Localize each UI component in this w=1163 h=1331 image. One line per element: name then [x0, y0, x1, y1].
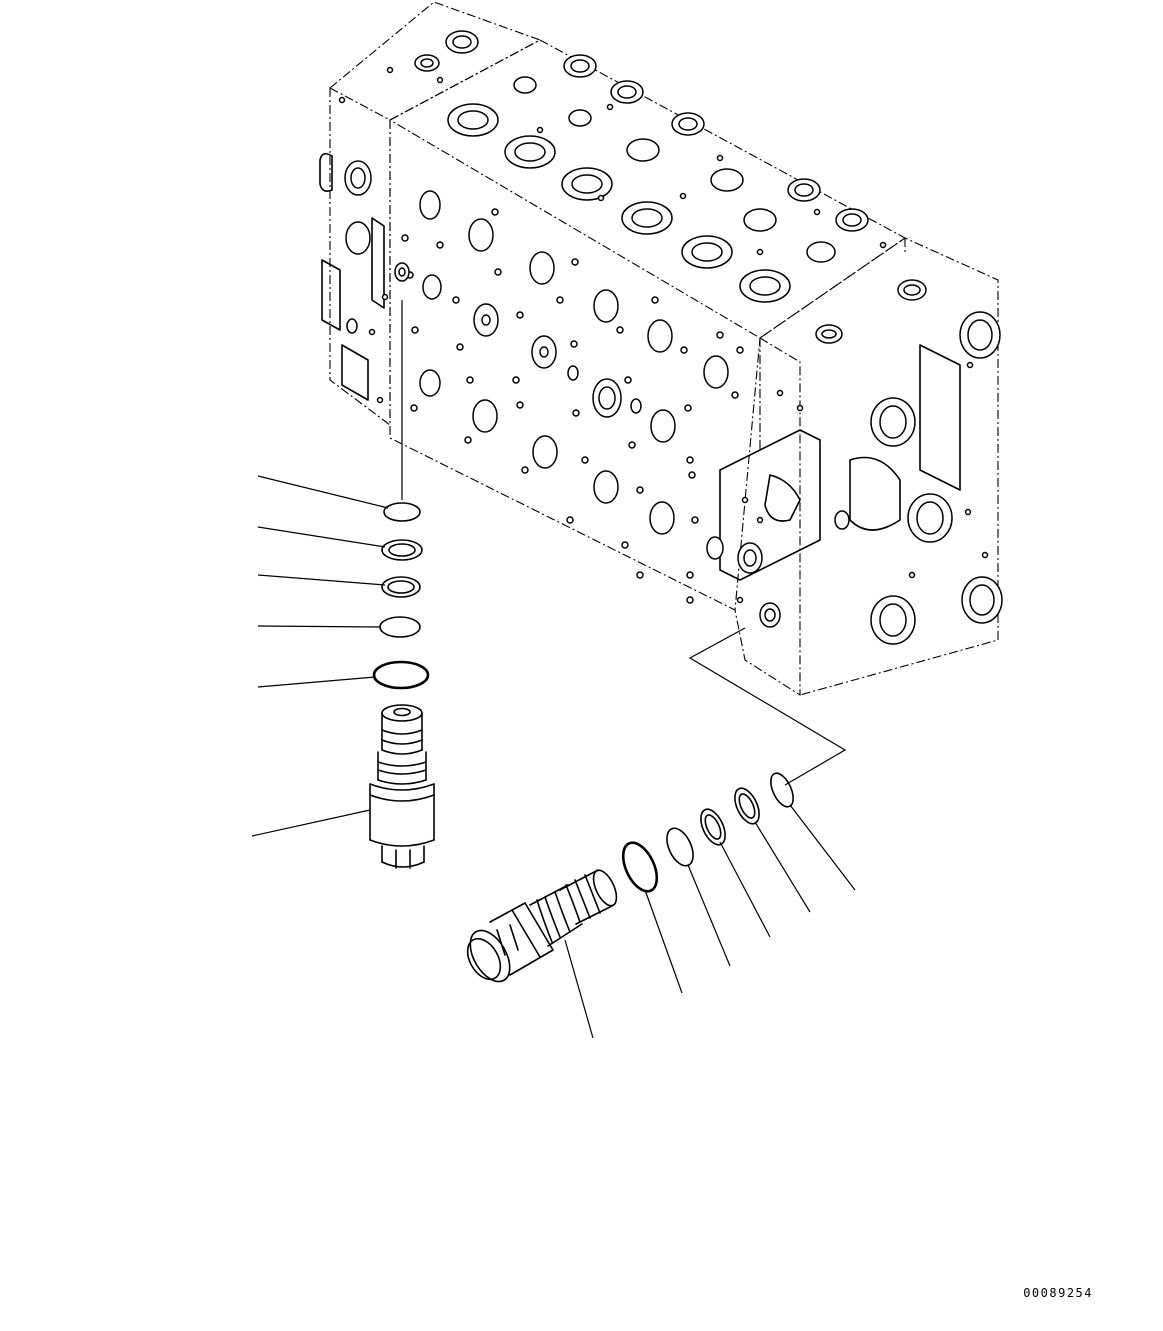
assembly-centerlines: [401, 300, 847, 786]
shim-3: [734, 787, 760, 825]
left-ports: [338, 96, 410, 404]
shim-2: [381, 576, 421, 598]
plug-1: [383, 502, 421, 522]
horizontal-parts-stack: [466, 772, 794, 983]
front-ports: [401, 190, 744, 604]
vertical-parts-stack: [369, 502, 435, 869]
document-number: 00089254: [1023, 1286, 1093, 1300]
shim-4: [700, 808, 726, 846]
control-valve-block: [319, 1, 1003, 697]
right-end-ports: [736, 311, 1003, 645]
plug-3: [770, 772, 794, 808]
o-ring-1: [372, 660, 430, 690]
top-ports: [386, 30, 927, 344]
relief-valve-cartridge-horizontal: [466, 869, 618, 983]
leader-lines: [251, 475, 856, 1039]
o-ring-2: [621, 841, 659, 893]
plug-4: [666, 827, 694, 867]
relief-valve-cartridge-vertical: [369, 704, 435, 869]
plug-2: [379, 616, 421, 638]
shim-1: [381, 539, 423, 561]
